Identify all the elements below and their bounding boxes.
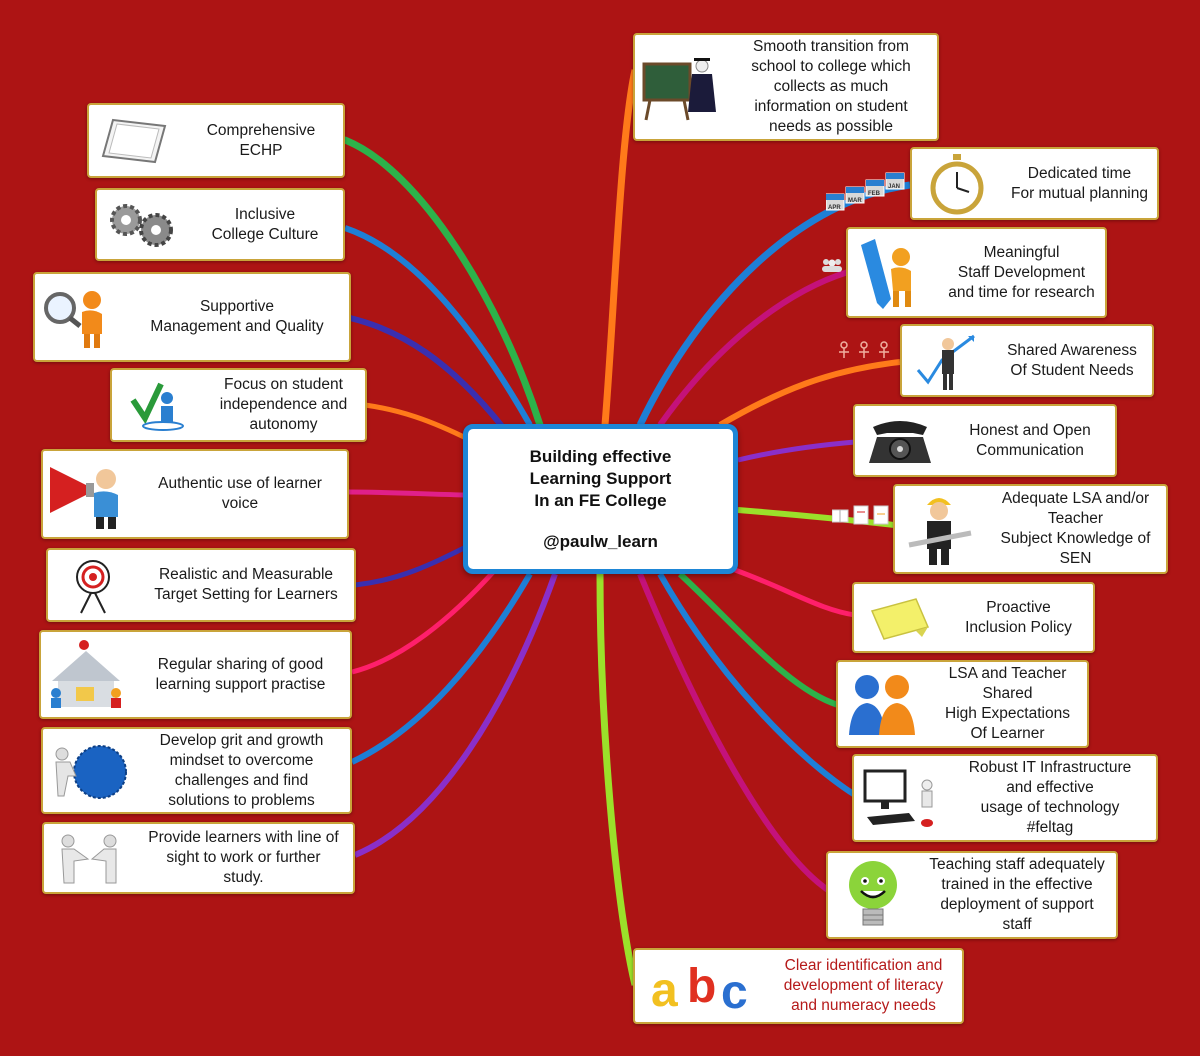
node-culture[interactable]: Inclusive College Culture xyxy=(95,188,345,261)
node-sight-label: Provide learners with line of sight to w… xyxy=(148,829,339,886)
node-lsa-knowledge-label: Adequate LSA and/or Teacher Subject Know… xyxy=(1000,490,1151,567)
branch-independence xyxy=(364,402,472,443)
chart-businessman-icon xyxy=(902,326,992,395)
people-group-icon xyxy=(820,257,844,278)
node-training-label: Teaching staff adequately trained in the… xyxy=(929,856,1105,933)
house-people-icon xyxy=(41,632,131,717)
node-targets-label: Realistic and Measurable Target Setting … xyxy=(154,566,338,603)
central-topic[interactable]: Building effective Learning Support In a… xyxy=(463,424,738,574)
node-independence-label: Focus on student independence and autono… xyxy=(219,376,348,433)
checkmark-person-icon xyxy=(112,370,202,440)
central-topic-title: Building effective Learning Support In a… xyxy=(529,447,672,510)
calendar-jan: JAN xyxy=(888,184,900,190)
node-it-label: Robust IT Infrastructure and effective u… xyxy=(968,759,1132,836)
builder-person-icon xyxy=(895,486,985,572)
magnifier-person-icon xyxy=(35,274,125,360)
branch-voice xyxy=(347,489,466,498)
branch-it xyxy=(657,572,857,798)
branch-expectations xyxy=(677,571,839,708)
branch-communication xyxy=(737,439,856,463)
node-grit[interactable]: Develop grit and growth mindset to overc… xyxy=(41,727,352,814)
node-policy-label: Proactive Inclusion Policy xyxy=(965,598,1072,636)
node-independence[interactable]: Focus on student independence and autono… xyxy=(110,368,367,442)
central-topic-handle: @paulw_learn xyxy=(543,532,658,551)
books-icon xyxy=(831,504,892,531)
branch-culture xyxy=(344,225,533,427)
calendar-mar: MAR xyxy=(848,198,862,204)
node-training[interactable]: Teaching staff adequately trained in the… xyxy=(826,851,1118,939)
node-time-label: Dedicated time For mutual planning xyxy=(1011,164,1148,202)
telephone-icon xyxy=(855,406,945,475)
node-targets[interactable]: Realistic and Measurable Target Setting … xyxy=(46,548,356,622)
branch-management xyxy=(349,315,508,432)
node-it[interactable]: Robust IT Infrastructure and effective u… xyxy=(852,754,1158,842)
figures-icon xyxy=(836,340,896,369)
calendar-feb: FEB xyxy=(868,191,881,197)
gears-icon xyxy=(97,190,187,259)
node-sharing-label: Regular sharing of good learning support… xyxy=(155,655,326,693)
abc-letter-c: c xyxy=(721,966,748,1016)
node-transition-label: Smooth transition from school to college… xyxy=(751,38,911,135)
node-sharing[interactable]: Regular sharing of good learning support… xyxy=(39,630,352,719)
node-policy[interactable]: Proactive Inclusion Policy xyxy=(852,582,1095,653)
node-awareness-label: Shared Awareness Of Student Needs xyxy=(1007,341,1137,379)
node-management-label: Supportive Management and Quality xyxy=(150,298,324,335)
two-people-icon xyxy=(838,662,928,746)
megaphone-person-icon xyxy=(43,451,133,537)
node-staffdev-label: Meaningful Staff Development and time fo… xyxy=(948,243,1095,301)
calendar-icon: APR MAR FEB JAN xyxy=(825,172,916,217)
node-communication[interactable]: Honest and Open Communication xyxy=(853,404,1117,477)
lightbulb-icon xyxy=(828,853,918,937)
node-voice-label: Authentic use of learner voice xyxy=(158,475,322,512)
computer-icon xyxy=(854,756,944,840)
branch-awareness xyxy=(718,359,901,428)
pencil-person-icon xyxy=(848,229,938,316)
branch-sharing xyxy=(351,568,497,675)
branch-training xyxy=(637,572,830,893)
node-grit-label: Develop grit and growth mindset to overc… xyxy=(159,731,324,809)
branch-sight xyxy=(353,572,558,858)
node-awareness[interactable]: Shared Awareness Of Student Needs xyxy=(900,324,1154,397)
calendar-apr: APR xyxy=(828,205,841,211)
branch-echp xyxy=(341,136,544,429)
node-sight[interactable]: Provide learners with line of sight to w… xyxy=(42,822,355,894)
node-echp-label: Comprehensive ECHP xyxy=(206,121,316,159)
node-communication-label: Honest and Open Communication xyxy=(969,421,1091,459)
abc-letter-a: a xyxy=(651,964,678,1016)
handshake-figures-icon xyxy=(44,824,134,892)
node-literacy-label: Clear identification and development of … xyxy=(783,957,944,1014)
branch-grit xyxy=(350,572,533,765)
node-voice[interactable]: Authentic use of learner voice xyxy=(41,449,349,539)
branch-literacy xyxy=(596,573,639,986)
abc-letters-icon: a b c xyxy=(635,950,765,1022)
branch-targets xyxy=(354,542,472,588)
node-transition[interactable]: Smooth transition from school to college… xyxy=(633,33,939,141)
node-time[interactable]: Dedicated time For mutual planning xyxy=(910,147,1159,220)
branch-staffdev xyxy=(657,269,849,427)
abc-letter-b: b xyxy=(687,960,716,1013)
sticky-note-icon xyxy=(854,584,944,651)
stopwatch-icon xyxy=(912,149,1002,218)
node-expectations-label: LSA and Teacher Shared High Expectations… xyxy=(945,665,1070,742)
notepad-icon xyxy=(89,105,179,176)
node-culture-label: Inclusive College Culture xyxy=(211,205,319,243)
branch-policy xyxy=(734,567,856,618)
branch-transition xyxy=(601,69,639,426)
node-management[interactable]: Supportive Management and Quality xyxy=(33,272,351,362)
node-literacy[interactable]: a b c Clear identification and developme… xyxy=(633,948,964,1024)
node-expectations[interactable]: LSA and Teacher Shared High Expectations… xyxy=(836,660,1089,748)
push-globe-icon xyxy=(43,729,133,812)
node-lsa-knowledge[interactable]: Adequate LSA and/or Teacher Subject Know… xyxy=(893,484,1168,574)
target-icon xyxy=(48,550,138,620)
teacher-blackboard-icon xyxy=(635,35,725,139)
node-echp[interactable]: Comprehensive ECHP xyxy=(87,103,345,178)
node-staffdev[interactable]: Meaningful Staff Development and time fo… xyxy=(846,227,1107,318)
